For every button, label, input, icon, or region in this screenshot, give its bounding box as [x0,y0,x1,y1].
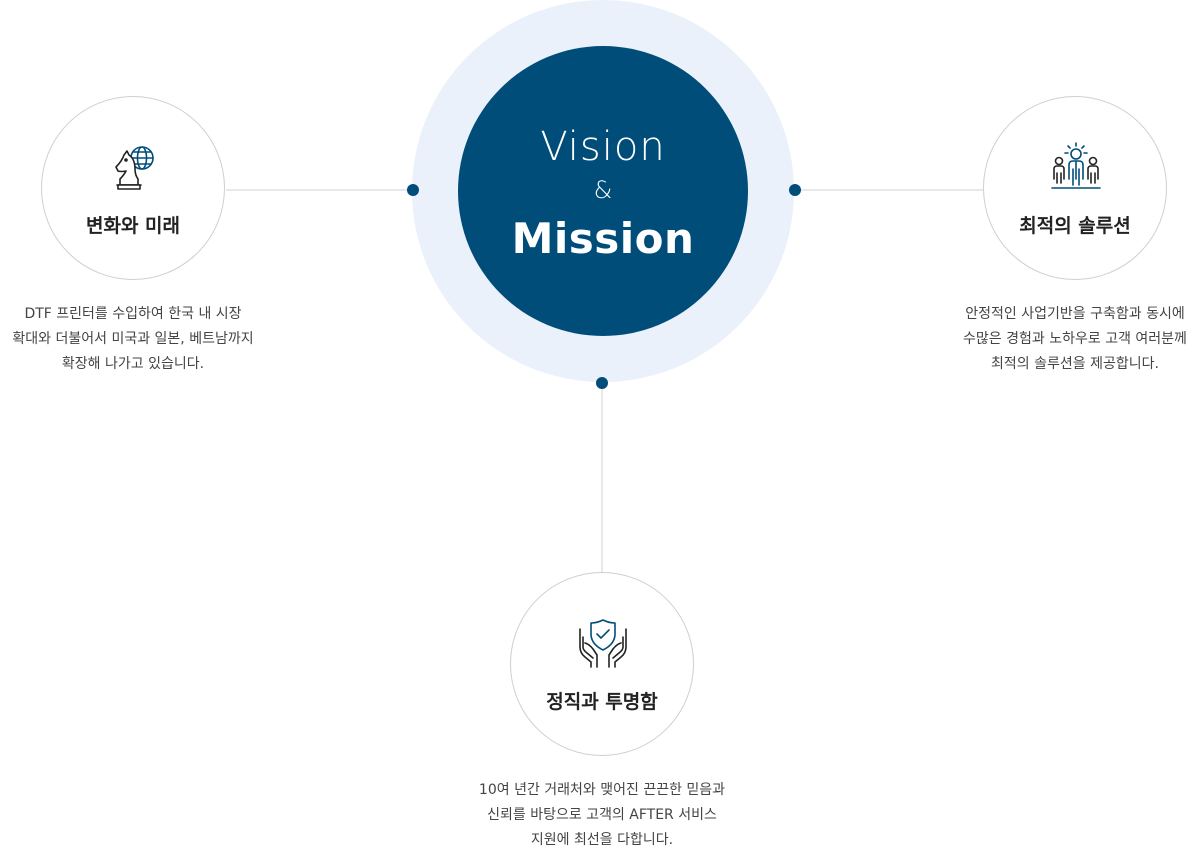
mission-label: Mission [511,214,695,263]
node-desc-right: 안정적인 사업기반을 구축함과 동시에 수많은 경험과 노하우로 고객 여러분께… [940,302,1200,377]
desc-line: 지원에 최선을 다합니다. [530,832,674,848]
node-title-left: 변화와 미래 [85,215,180,237]
node-desc-left: DTF 프린터를 수입하여 한국 내 시장 확대와 더불어서 미국과 일본, 베… [0,302,266,377]
desc-line: 확대와 더불어서 미국과 일본, 베트남까지 [12,331,254,347]
node-optimal-solution: 최적의 솔루션 [983,96,1167,280]
desc-line: 10여 년간 거래처와 맺어진 끈끈한 믿음과 [478,782,726,798]
node-honesty-transparency: 정직과 투명함 [510,572,694,756]
node-change-future: 변화와 미래 [41,96,225,280]
desc-line: 수많은 경험과 노하우로 고객 여러분께 [963,331,1187,347]
connector-dot-left [407,184,419,196]
node-title-bottom: 정직과 투명함 [546,691,658,713]
team-leader-icon [1050,141,1102,193]
node-desc-bottom: 10여 년간 거래처와 맺어진 끈끈한 믿음과 신뢰를 바탕으로 고객의 AFT… [442,778,762,853]
chess-knight-globe-icon [108,141,160,193]
desc-line: DTF 프린터를 수입하여 한국 내 시장 [24,306,242,322]
connector-dot-bottom [596,377,608,389]
hands-shield-check-icon [577,617,629,669]
desc-line: 신뢰를 바탕으로 고객의 AFTER 서비스 [487,807,717,823]
node-title-right: 최적의 솔루션 [1019,215,1131,237]
vision-label: Vision [540,124,666,170]
ampersand-label: & [593,176,613,204]
connector-dot-right [789,184,801,196]
desc-line: 확장해 나가고 있습니다. [61,356,205,372]
desc-line: 안정적인 사업기반을 구축함과 동시에 [965,306,1185,322]
desc-line: 최적의 솔루션을 제공합니다. [991,356,1159,372]
vision-mission-circle: Vision & Mission [458,46,748,336]
